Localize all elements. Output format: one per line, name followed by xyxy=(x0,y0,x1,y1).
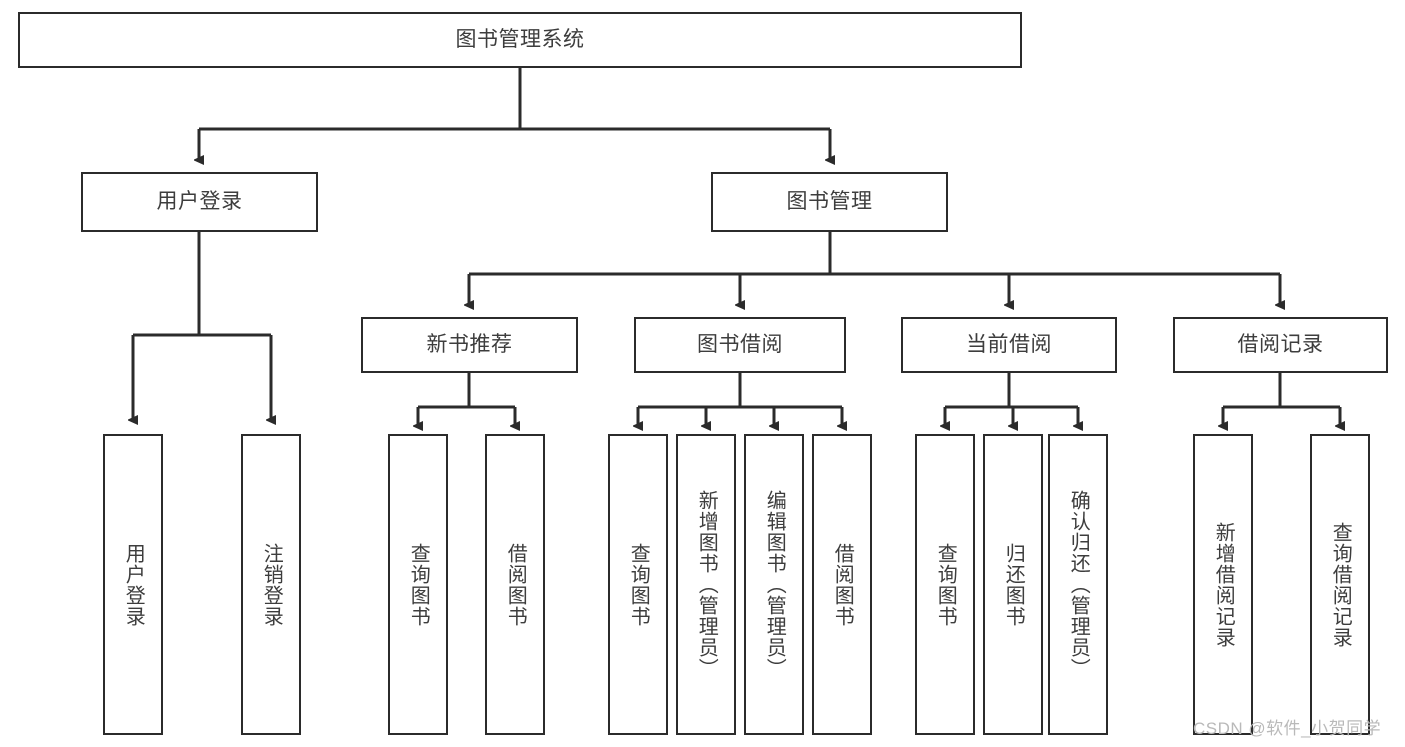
leaf-record-add-record-label: 新增借阅记录 xyxy=(1212,521,1235,648)
node-book-borrow[interactable]: 图书借阅 xyxy=(634,317,846,373)
leaf-record-query-record[interactable]: 查询借阅记录 xyxy=(1310,434,1370,735)
leaf-record-query-record-label: 查询借阅记录 xyxy=(1329,521,1352,648)
leaf-borrow-edit-book-label: 编辑图书（管理员） xyxy=(763,490,786,679)
leaf-recommend-query-book-label: 查询图书 xyxy=(407,542,430,627)
leaf-current-confirm-return[interactable]: 确认归还（管理员） xyxy=(1048,434,1108,735)
leaf-borrow-add-book-label: 新增图书（管理员） xyxy=(695,490,718,679)
leaf-current-query-book-label: 查询图书 xyxy=(934,542,957,627)
leaf-user-logout[interactable]: 注销登录 xyxy=(241,434,301,735)
leaf-borrow-borrow-book[interactable]: 借阅图书 xyxy=(812,434,872,735)
node-user-login[interactable]: 用户登录 xyxy=(81,172,318,232)
leaf-current-return-book[interactable]: 归还图书 xyxy=(983,434,1043,735)
leaf-borrow-add-book[interactable]: 新增图书（管理员） xyxy=(676,434,736,735)
node-user-login-label: 用户登录 xyxy=(156,190,243,214)
leaf-borrow-query-book[interactable]: 查询图书 xyxy=(608,434,668,735)
node-book-management[interactable]: 图书管理 xyxy=(711,172,948,232)
node-current-borrow[interactable]: 当前借阅 xyxy=(901,317,1117,373)
node-book-borrow-label: 图书借阅 xyxy=(697,333,783,357)
node-borrow-record[interactable]: 借阅记录 xyxy=(1173,317,1388,373)
node-book-management-label: 图书管理 xyxy=(786,190,873,214)
leaf-borrow-borrow-book-label: 借阅图书 xyxy=(831,542,854,627)
leaf-user-login[interactable]: 用户登录 xyxy=(103,434,163,735)
node-new-book-recommend-label: 新书推荐 xyxy=(426,333,513,357)
leaf-current-confirm-return-label: 确认归还（管理员） xyxy=(1067,490,1090,679)
leaf-record-add-record[interactable]: 新增借阅记录 xyxy=(1193,434,1253,735)
leaf-current-return-book-label: 归还图书 xyxy=(1002,542,1025,627)
leaf-user-logout-label: 注销登录 xyxy=(260,542,283,627)
node-borrow-record-label: 借阅记录 xyxy=(1237,333,1324,357)
leaf-recommend-borrow-book[interactable]: 借阅图书 xyxy=(485,434,545,735)
csdn-watermark: CSDN @软件_小贺同学 xyxy=(1193,719,1382,738)
leaf-recommend-query-book[interactable]: 查询图书 xyxy=(388,434,448,735)
leaf-recommend-borrow-book-label: 借阅图书 xyxy=(504,542,527,627)
leaf-borrow-edit-book[interactable]: 编辑图书（管理员） xyxy=(744,434,804,735)
node-current-borrow-label: 当前借阅 xyxy=(966,333,1052,357)
leaf-borrow-query-book-label: 查询图书 xyxy=(627,542,650,627)
leaf-current-query-book[interactable]: 查询图书 xyxy=(915,434,975,735)
node-root-label: 图书管理系统 xyxy=(455,28,585,52)
node-root[interactable]: 图书管理系统 xyxy=(18,12,1022,68)
leaf-user-login-label: 用户登录 xyxy=(122,542,145,627)
node-new-book-recommend[interactable]: 新书推荐 xyxy=(361,317,578,373)
